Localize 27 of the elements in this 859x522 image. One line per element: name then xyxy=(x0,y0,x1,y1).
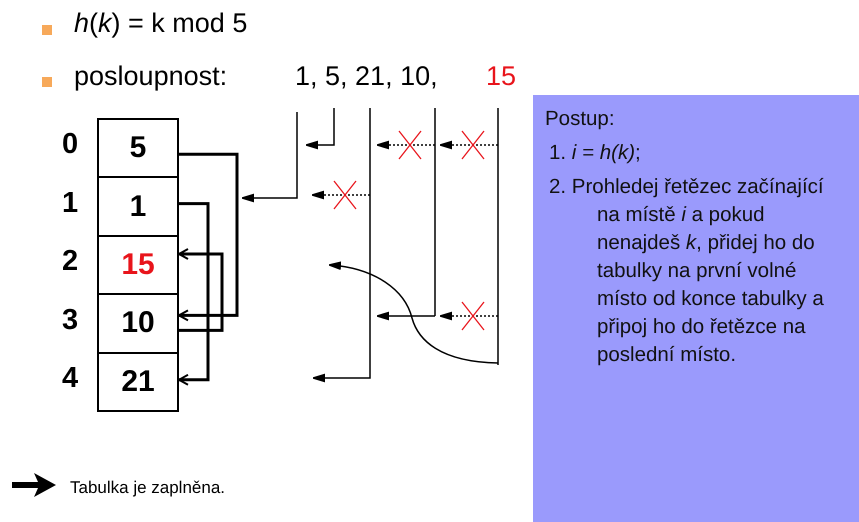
sequence-value: 15 xyxy=(486,61,516,92)
table-cell xyxy=(97,118,179,178)
table-cell xyxy=(97,352,179,412)
table-cell xyxy=(97,176,179,237)
row-index: 0 xyxy=(62,128,78,161)
note-text: Tabulka je zaplněna. xyxy=(70,478,226,498)
row-index: 2 xyxy=(62,245,78,278)
arrow xyxy=(178,248,224,332)
cell-value: 15 xyxy=(121,248,155,282)
sequence-label: posloupnost: xyxy=(74,61,228,92)
cell-value: 10 xyxy=(121,306,155,340)
arrow xyxy=(178,152,238,322)
panel-heading: Postup: xyxy=(545,106,616,132)
row-index: 1 xyxy=(62,187,78,220)
row-index: 3 xyxy=(62,304,78,337)
list-item: 1. i = h(k); xyxy=(548,140,642,166)
cell-value: 1 xyxy=(130,190,146,224)
procedure-panel xyxy=(533,95,859,522)
arrow xyxy=(178,202,210,386)
cell-value: 5 xyxy=(130,131,146,166)
formula-text: h(k) = k mod 5 xyxy=(74,8,248,39)
cell-value: 21 xyxy=(121,364,155,399)
sequence-values: 1, 5, 21, 10, xyxy=(295,61,438,92)
list-item: 2. Prohledej řetězec začínající na místě i a pokud nenajdeš k, přidej ho do tabulky na první volné místo od konce tabulky a připoj ho do řetězce na poslední místo. xyxy=(548,174,825,368)
table-cell xyxy=(97,293,179,354)
table-cell xyxy=(97,234,179,296)
row-index: 4 xyxy=(62,362,78,395)
